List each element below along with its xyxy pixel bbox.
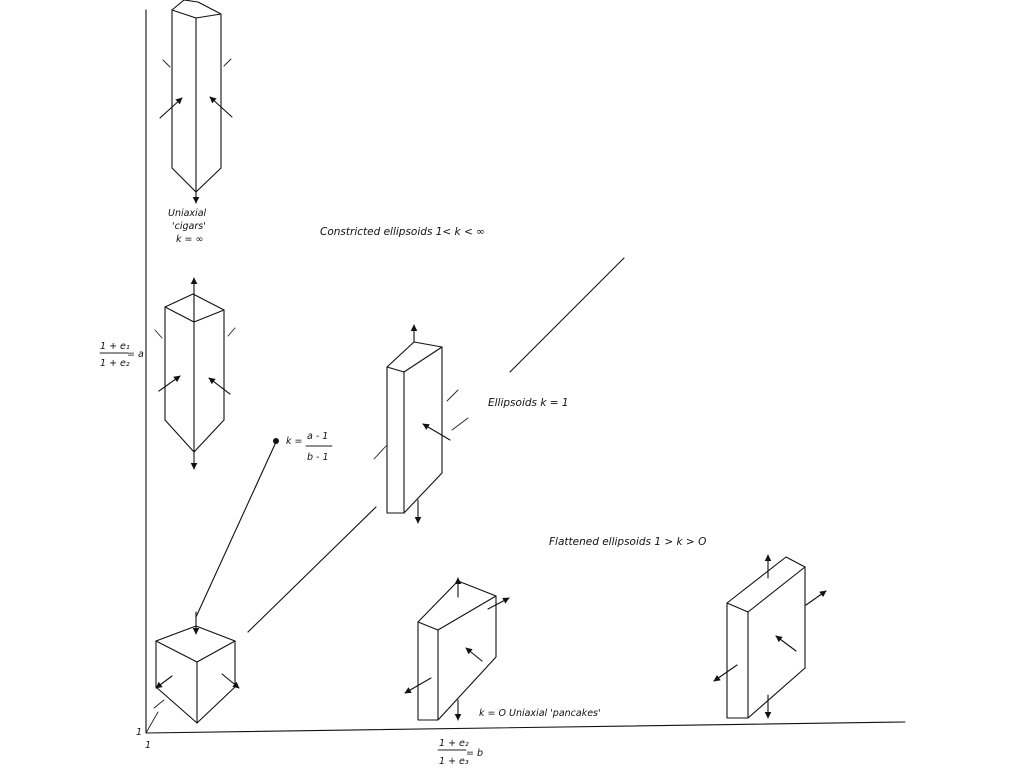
y-label-denominator: 1 + e₂ [100, 358, 130, 369]
x-label-numerator: 1 + e₂ [439, 738, 469, 749]
axes [145, 9, 906, 734]
cigar-label: Uniaxial 'cigars' k = ∞ [168, 208, 207, 245]
cigar-label-line1: Uniaxial [168, 208, 207, 219]
pancakes-label: k = O Uniaxial 'pancakes' [479, 708, 601, 719]
pancake-block-right [713, 554, 827, 719]
x-label-equals: = b [466, 748, 483, 759]
x-axis-label: 1 + e₂ 1 + e₃ = b [437, 738, 483, 767]
y-axis-label: 1 + e₁ 1 + e₂ = a [99, 341, 144, 369]
uniaxial-cigar-block [159, 0, 233, 204]
y-label-equals: = a [127, 349, 144, 360]
flattened-block-center [404, 577, 510, 721]
y-label-numerator: 1 + e₁ [100, 341, 130, 352]
k-formula: k = a - 1 b - 1 [286, 431, 333, 463]
origin-x-tick: 1 [145, 740, 151, 751]
k-formula-dot [273, 438, 279, 444]
constricted-label: Constricted ellipsoids 1< k < ∞ [320, 226, 485, 238]
k-formula-numerator: a - 1 [307, 431, 328, 442]
cigar-label-line3: k = ∞ [176, 234, 203, 245]
k1-line-upper [509, 257, 625, 373]
constricted-block [154, 277, 236, 470]
field-lines [195, 257, 625, 633]
x-axis [145, 721, 906, 734]
x-label-denominator: 1 + e₃ [439, 756, 469, 767]
ellipsoids-k1-label: Ellipsoids k = 1 [488, 397, 569, 409]
k1-line-lower [247, 506, 377, 633]
k-formula-leader [195, 441, 277, 618]
ellipsoid-k1-block [373, 324, 469, 524]
cigar-label-line2: 'cigars' [172, 221, 206, 232]
origin-cube-block [153, 611, 240, 724]
flattened-label: Flattened ellipsoids 1 > k > O [549, 536, 706, 548]
origin-y-tick: 1 [136, 727, 142, 738]
k-formula-prefix: k = [286, 436, 302, 447]
k-formula-denominator: b - 1 [307, 452, 329, 463]
origin-stub [145, 711, 159, 734]
